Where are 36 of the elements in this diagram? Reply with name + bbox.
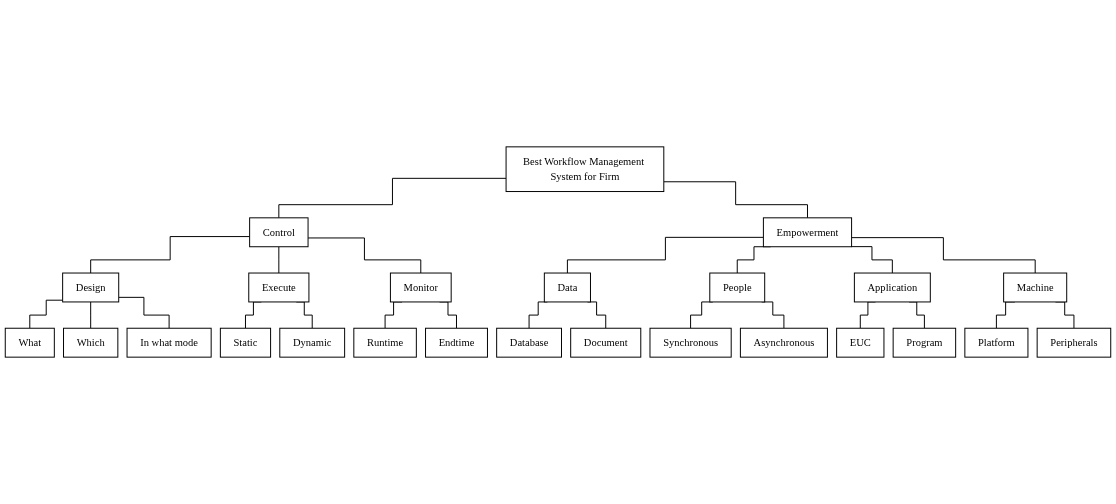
node-box: Endtime [425, 327, 488, 358]
connector [278, 246, 280, 274]
node-box: Control [249, 217, 309, 248]
connector [278, 177, 507, 219]
node-box: What [4, 327, 55, 358]
node-box: Document [570, 327, 642, 358]
connector [90, 236, 251, 274]
node-box: Asynchronous [739, 327, 828, 358]
node-box: Database [496, 327, 562, 358]
node-box: Runtime [353, 327, 417, 358]
node-box: People [709, 272, 766, 303]
node-box: Execute [248, 272, 310, 303]
connector [118, 296, 170, 329]
node-box: Empowerment [762, 217, 853, 248]
connector [566, 236, 764, 274]
node-box: Application [853, 272, 931, 303]
node-box: Synchronous [649, 327, 732, 358]
connector [663, 181, 808, 219]
connector [307, 237, 422, 274]
node-box: Static [219, 327, 272, 358]
connector [90, 301, 92, 329]
node-box: Which [63, 327, 119, 358]
node-box: Program [892, 327, 957, 358]
node-box: Peripherals [1036, 327, 1112, 358]
connector [29, 299, 64, 329]
node-box: Machine [1003, 272, 1068, 303]
node-box: Platform [964, 327, 1029, 358]
connector [851, 237, 1036, 274]
node-box: Design [62, 272, 120, 303]
node-box: In what mode [126, 327, 212, 358]
node-box: Best Workflow Management System for Firm [505, 146, 665, 193]
node-box: Monitor [389, 272, 452, 303]
node-box: Data [543, 272, 591, 303]
node-box: Dynamic [279, 327, 346, 358]
node-box: EUC [836, 327, 885, 358]
connector [851, 246, 893, 274]
